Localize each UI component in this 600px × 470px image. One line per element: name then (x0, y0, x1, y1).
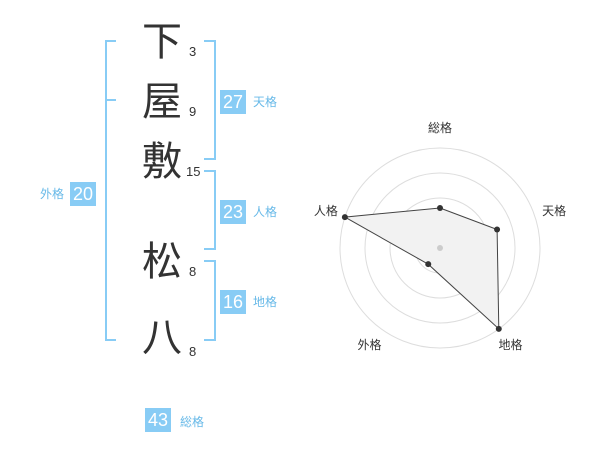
chikaku-value-badge: 16 (220, 290, 247, 314)
name-char-3: 敷 (142, 139, 182, 185)
gaikaku-value-badge: 20 (70, 182, 97, 206)
stroke-count-4: 8 (189, 264, 197, 279)
jinkaku-value-badge: 23 (220, 200, 247, 224)
jinkaku-label: 人格 (253, 205, 278, 219)
radar-polygon (343, 207, 500, 331)
radar-center-dot (437, 245, 443, 251)
radar-axis-label-4: 外格 (357, 337, 381, 352)
radar-ring-3 (364, 172, 516, 324)
stroke-count-2: 9 (189, 104, 197, 119)
jinkaku-bracket-vertical (214, 170, 216, 250)
soukaku-value-badge: 43 (145, 408, 172, 432)
radar-axis-label-2: 天格 (542, 203, 566, 218)
radar-point-1 (437, 205, 443, 211)
stroke-count-5: 8 (189, 344, 197, 359)
gaikaku-bracket-bottom (105, 339, 116, 341)
chikaku-bracket-vertical (214, 260, 216, 341)
tenkaku-label: 天格 (253, 95, 278, 109)
chikaku-bracket-bottom (204, 339, 216, 341)
name-char-2: 屋 (142, 79, 182, 125)
radar-axis-label-1: 総格 (428, 120, 452, 135)
stroke-count-3: 15 (186, 164, 201, 179)
gaikaku-bracket-tick (105, 99, 116, 101)
gaikaku-label: 外格 (40, 187, 65, 201)
tenkaku-bracket-vertical (214, 40, 216, 160)
soukaku-label: 総格 (180, 415, 205, 429)
gaikaku-bracket-vertical (105, 40, 107, 341)
radar-point-2 (494, 226, 501, 233)
jinkaku-bracket-top (204, 170, 216, 172)
radar-ring-4 (339, 147, 541, 349)
tenkaku-bracket-top (204, 40, 216, 42)
chikaku-label: 地格 (253, 295, 278, 309)
radar-point-3 (495, 325, 502, 332)
tenkaku-value-badge: 27 (220, 90, 247, 114)
gaikaku-bracket-top (105, 40, 116, 42)
name-char-4: 松 (142, 239, 182, 285)
jinkaku-bracket-bottom (204, 248, 216, 250)
tenkaku-bracket-bottom (204, 158, 216, 160)
stroke-count-1: 3 (189, 44, 197, 59)
name-char-1: 下 (142, 19, 182, 65)
chikaku-bracket-top (204, 260, 216, 262)
radar-axis-label-3: 地格 (498, 337, 522, 352)
name-char-5: 八 (142, 315, 182, 361)
radar-axis-label-5: 人格 (314, 203, 338, 218)
radar-point-5 (341, 214, 348, 221)
radar-point-4 (425, 261, 432, 268)
